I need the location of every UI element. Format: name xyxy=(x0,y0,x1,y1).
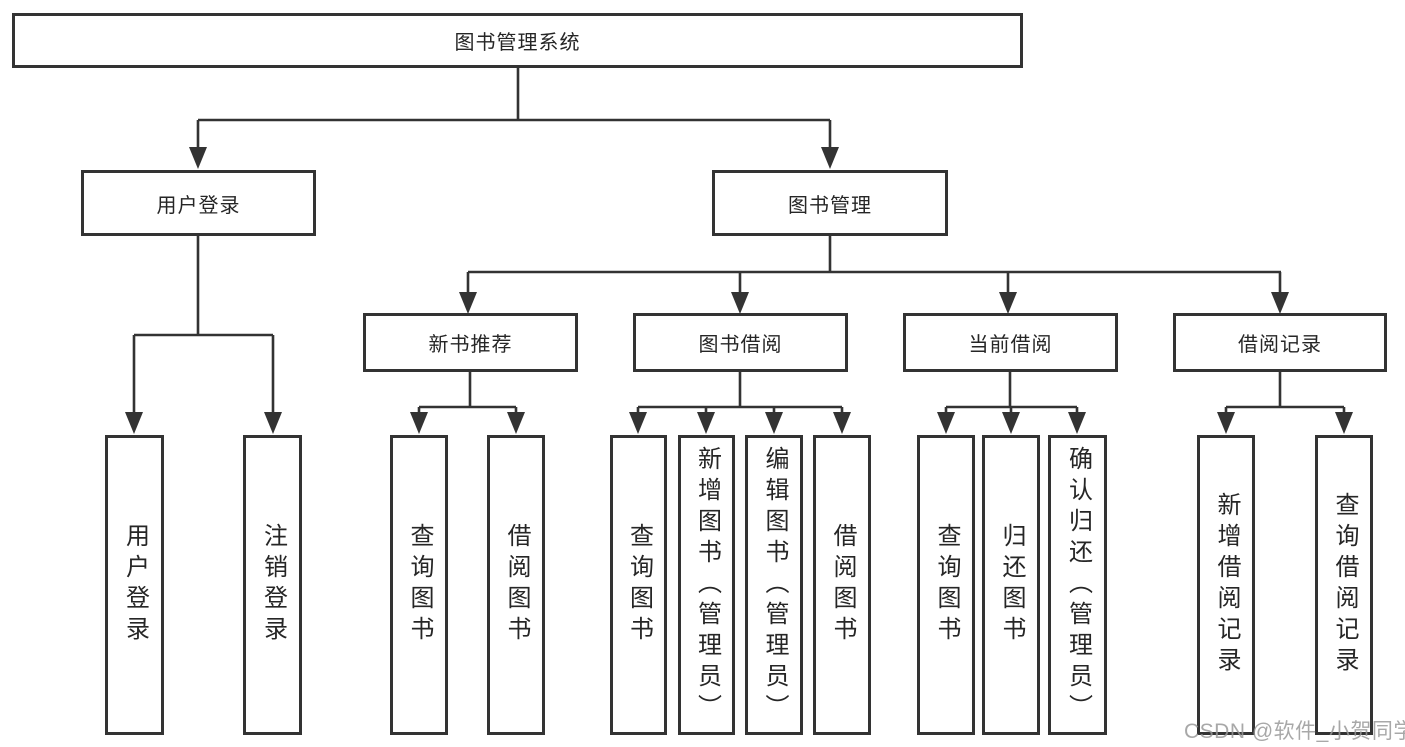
arrowhead xyxy=(1271,292,1289,314)
arrowhead xyxy=(937,412,955,434)
arrowhead xyxy=(125,412,143,434)
csdn-watermark: CSDN @软件_小贺同学 xyxy=(1184,720,1405,743)
arrowhead xyxy=(999,292,1017,314)
node-user-login: 用户登录 xyxy=(81,170,316,236)
leaf-query-books-newbooks: 查询图书 xyxy=(390,435,448,735)
leaf-borrow-books-borrowing: 借阅图书 xyxy=(813,435,871,735)
arrowhead xyxy=(629,412,647,434)
node-book-borrowing: 图书借阅 xyxy=(633,313,848,372)
leaf-logout: 注销登录 xyxy=(243,435,302,735)
leaf-add-book-admin: 新增图书（管理员） xyxy=(678,435,735,735)
leaf-edit-book-admin: 编辑图书（管理员） xyxy=(745,435,803,735)
node-borrowing-records: 借阅记录 xyxy=(1173,313,1387,372)
node-library-management-system: 图书管理系统 xyxy=(12,13,1023,68)
leaf-confirm-return-admin: 确认归还（管理员） xyxy=(1048,435,1107,735)
arrowhead xyxy=(1002,412,1020,434)
leaf-user-login: 用户登录 xyxy=(105,435,164,735)
arrowhead xyxy=(410,412,428,434)
leaf-query-books-current: 查询图书 xyxy=(917,435,975,735)
leaf-return-books: 归还图书 xyxy=(982,435,1040,735)
arrowhead xyxy=(1068,412,1086,434)
arrowhead xyxy=(507,412,525,434)
node-book-management: 图书管理 xyxy=(712,170,948,236)
arrowhead xyxy=(1217,412,1235,434)
node-new-book-recommendation: 新书推荐 xyxy=(363,313,578,372)
arrowhead xyxy=(459,292,477,314)
node-current-borrowing: 当前借阅 xyxy=(903,313,1118,372)
arrowhead xyxy=(833,412,851,434)
arrowhead xyxy=(731,292,749,314)
arrowhead xyxy=(821,147,839,169)
arrowhead xyxy=(697,412,715,434)
arrowhead xyxy=(1335,412,1353,434)
arrowhead xyxy=(189,147,207,169)
arrowhead xyxy=(765,412,783,434)
leaf-add-borrow-record: 新增借阅记录 xyxy=(1197,435,1255,735)
leaf-borrow-books-newbooks: 借阅图书 xyxy=(487,435,545,735)
arrowhead xyxy=(264,412,282,434)
leaf-query-borrow-record: 查询借阅记录 xyxy=(1315,435,1373,735)
leaf-query-books-borrowing: 查询图书 xyxy=(610,435,667,735)
